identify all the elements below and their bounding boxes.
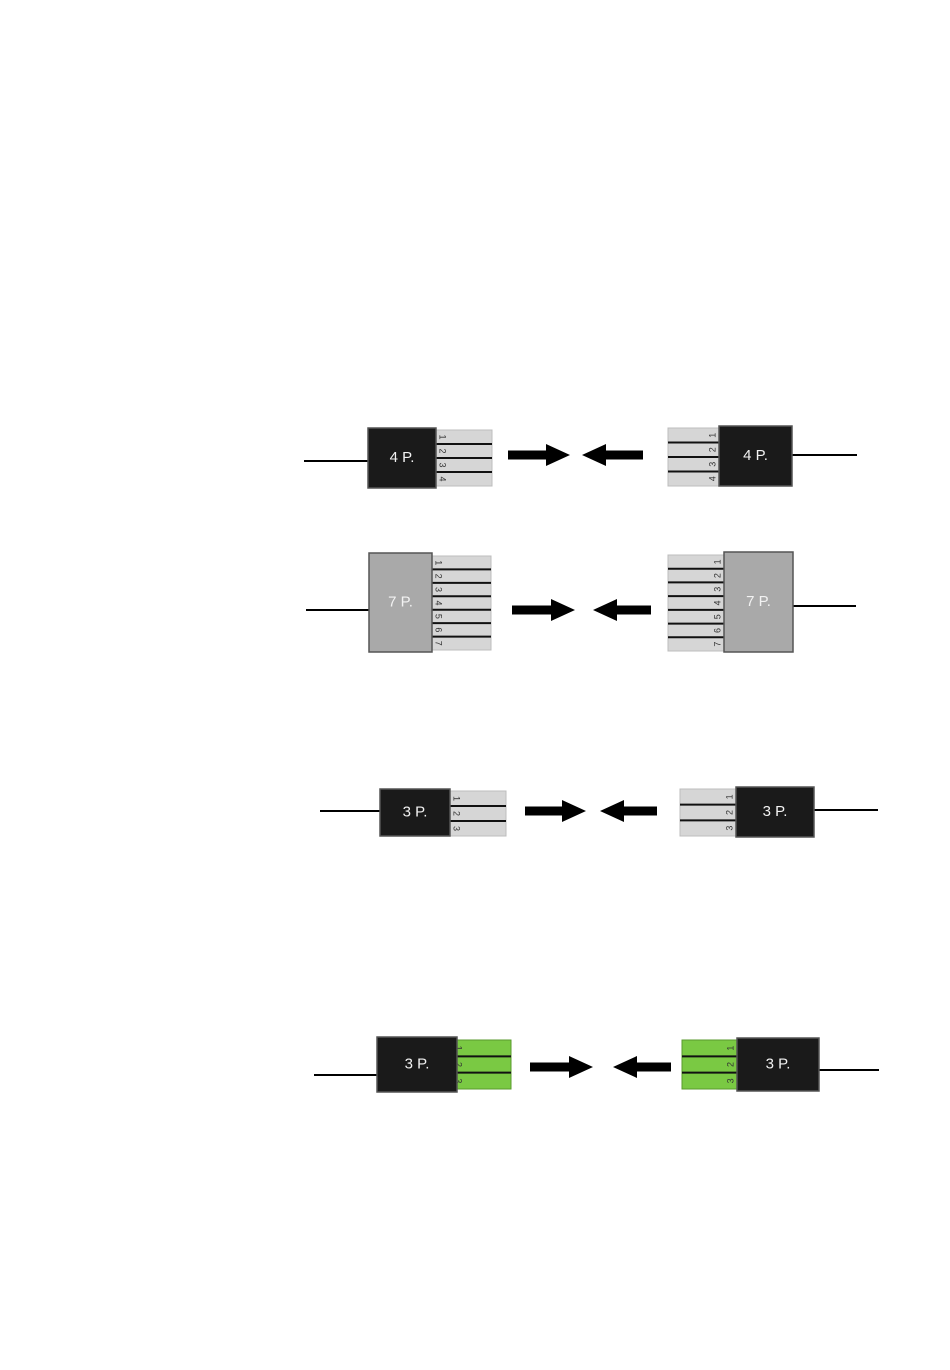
connector-right-1: 1 2 3 4 4 P. [668, 426, 857, 486]
connector-label: 4 P. [743, 447, 768, 464]
connector-right-2: 1 2 3 4 5 6 7 7 P. [668, 552, 856, 652]
pin-number: 3 [725, 1078, 735, 1083]
pin-number: 4 [712, 600, 722, 605]
pin-number: 3 [438, 462, 448, 467]
connector-right-4: 1 2 3 3 P. [682, 1038, 879, 1091]
arrow-right-icon [508, 444, 570, 466]
arrow-right-icon [512, 599, 575, 621]
pin-number: 4 [707, 476, 717, 481]
pin-number: 2 [725, 1062, 735, 1067]
pin-number: 4 [438, 476, 448, 481]
pin-number: 3 [452, 826, 462, 831]
pin-number: 7 [712, 642, 722, 647]
pin-number: 3 [712, 587, 722, 592]
connector-label: 7 P. [388, 593, 413, 610]
arrow-left-icon [593, 599, 651, 621]
pin-number: 4 [434, 600, 444, 605]
arrow-left-icon [613, 1056, 671, 1078]
connector-label: 4 P. [390, 449, 415, 466]
arrow-left-icon [600, 800, 657, 822]
arrow-right-icon [530, 1056, 593, 1078]
connector-label: 3 P. [766, 1055, 791, 1072]
connector-left-3: 1 2 3 3 P. [320, 789, 506, 836]
pin-number: 2 [707, 447, 717, 452]
arrow-right-icon [525, 800, 586, 822]
pin-number: 2 [438, 448, 448, 453]
pin-number: 1 [712, 559, 722, 564]
pin-number: 2 [434, 574, 444, 579]
pin-number: 3 [434, 587, 444, 592]
pin-number: 5 [434, 614, 444, 619]
pin-number: 1 [707, 433, 717, 438]
pin-number: 2 [712, 573, 722, 578]
arrow-right-icon [508, 444, 570, 466]
arrow-left-icon [593, 599, 651, 621]
arrow-right-icon [525, 800, 586, 822]
connector-label: 3 P. [763, 803, 788, 820]
pin-number: 1 [438, 434, 448, 439]
arrow-right-icon [530, 1056, 593, 1078]
connector-label: 7 P. [746, 593, 771, 610]
pin-number: 1 [725, 1046, 735, 1051]
pin-number: 5 [712, 614, 722, 619]
connector-label: 3 P. [403, 803, 428, 820]
pin-number: 1 [724, 794, 734, 799]
connector-left-2: 1 2 3 4 5 6 7 7 P. [306, 553, 491, 652]
arrow-left-icon [600, 800, 657, 822]
pin-number: 3 [707, 462, 717, 467]
connector-left-1: 1 2 3 4 4 P. [304, 428, 492, 488]
arrow-right-icon [512, 599, 575, 621]
arrow-left-icon [582, 444, 643, 466]
pin-number: 2 [724, 810, 734, 815]
pin-number: 1 [452, 796, 462, 801]
connector-label: 3 P. [405, 1055, 430, 1072]
arrow-left-icon [582, 444, 643, 466]
pin-number: 2 [452, 811, 462, 816]
pin-number: 1 [434, 560, 444, 565]
pin-number: 6 [434, 627, 444, 632]
arrow-left-icon [613, 1056, 671, 1078]
pin-number: 3 [724, 826, 734, 831]
pin-number: 6 [712, 628, 722, 633]
pin-number: 7 [434, 641, 444, 646]
connector-right-3: 1 2 3 3 P. [680, 787, 878, 837]
